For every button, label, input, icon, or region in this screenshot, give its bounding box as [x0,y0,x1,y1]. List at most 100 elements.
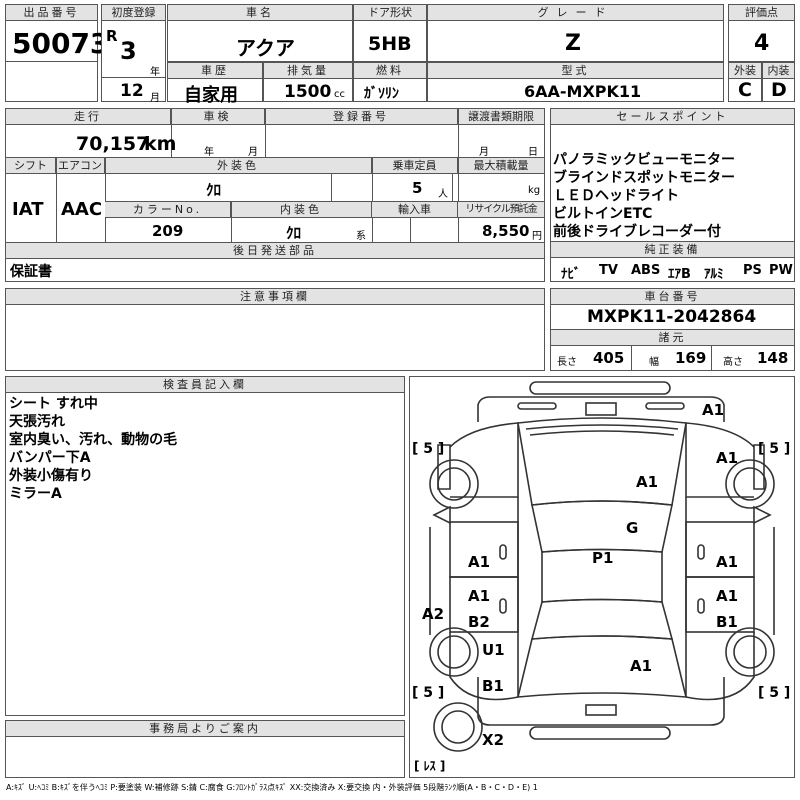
exterior-grade-label: 外装 [729,63,761,79]
sales-point-item: 前後ドライブレコーダー付 [553,224,721,240]
mark-left-rear-door: A1 [468,587,491,605]
height-label: 高さ [723,357,743,368]
reg-no-label: 登録番号 [265,109,458,125]
fuel-label: 燃料 [354,63,426,79]
int-color-value: ｸﾛ [286,224,302,242]
int-color-label: 内装色 [231,202,372,218]
genuine-item: PS [743,263,762,278]
ac-label: エアコン [56,158,105,174]
damage-diagram: A1 [ 5 ] [ 5 ] A1 A1 G P1 A1 A1 B2 A2 U1… [409,376,795,778]
year-value: 3 [120,37,137,65]
inspector-item: ミラーA [9,486,62,502]
mark-right-rear-door: A1 [716,587,739,605]
door-type-value: 5HB [368,33,412,55]
fuel-value: ｶﾞｿﾘﾝ [364,86,399,102]
mark-left-rear-door-dent: B2 [468,613,490,631]
int-color-unit: 系 [356,231,366,242]
sales-points-box: セールスポイント パノラミックビューモニター ブラインドスポットモニター ＬＥＤ… [550,108,795,282]
office-label: 事務局よりご案内 [6,721,404,737]
model-box: 型式 6AA-MXPK11 [427,62,724,102]
door-type-label: ドア形状 [354,5,426,21]
recycle-value: 8,550 [482,222,530,240]
history-box: 車歴 自家用 [167,62,263,106]
insp-month-unit: 月 [248,147,258,158]
inspector-item: バンパー下A [9,450,91,466]
capacity-label: 乗車定員 [372,158,458,174]
inspector-item: シート すれ中 [9,396,98,412]
car-name-value: アクア [236,36,295,60]
inspector-item: 室内臭い、汚れ、動物の毛 [9,432,178,448]
chassis-label: 車台番号 [551,289,794,305]
sales-point-item: ビルトインETC [553,206,653,222]
rating-box: 評価点 4 [728,4,795,62]
sales-points-label: セールスポイント [551,109,794,125]
length-label: 長さ [557,357,577,368]
rating-value: 4 [754,31,770,56]
mark-spare-tire: [ ﾚｽ ] [414,759,446,773]
sales-point-item: ＬＥＤヘッドライト [553,188,679,204]
displacement-box: 排気量 1500 cc [263,62,353,102]
inspector-item: 外装小傷有り [9,468,93,484]
exterior-grade-box: 外装 C [728,62,762,102]
grade-box: グレード Z [427,4,724,62]
ext-color-value: ｸﾛ [206,181,222,199]
mark-trunk: A1 [630,657,653,675]
mark-front-bumper: A1 [702,401,725,419]
history-label: 車歴 [168,63,262,79]
inspector-list: シート すれ中 天張汚れ 室内臭い、汚れ、動物の毛 バンパー下A 外装小傷有り … [9,395,177,503]
mark-tire-rl: [ 5 ] [412,685,445,701]
interior-grade-label: 内装 [763,63,794,79]
mark-left-rear-fender-dent: U1 [482,641,505,659]
office-box: 事務局よりご案内 [5,720,405,778]
exterior-grade-value: C [738,79,752,101]
genuine-item: ABS [631,263,661,278]
mark-roof: P1 [592,549,614,567]
inspector-box: 検査員記入欄 シート すれ中 天張汚れ 室内臭い、汚れ、動物の毛 バンパー下A … [5,376,405,716]
interior-grade-box: 内装 D [762,62,795,102]
height-value: 148 [757,349,789,367]
transfer-month-unit: 月 [479,147,489,158]
mileage-unit: km [144,133,177,155]
sales-point-item: ブラインドスポットモニター [553,170,735,186]
max-load-unit: kg [528,185,541,196]
transfer-day-unit: 日 [528,147,538,158]
sales-point-item: パノラミックビューモニター [553,152,735,168]
mark-hood: A1 [636,473,659,491]
chassis-box: 車台番号 MXPK11-2042864 諸元 長さ 405 幅 169 高さ 1… [550,288,795,371]
ext-color-label: 外装色 [105,158,372,174]
mark-right-rear-door-dent: B1 [716,613,738,631]
genuine-label: 純正装備 [551,242,794,258]
mark-right-front-door: A1 [716,553,739,571]
grade-label: グレード [428,5,723,21]
max-load-label: 最大積載量 [458,158,544,174]
import-label: 輸入車 [372,202,458,218]
width-value: 169 [675,349,707,367]
inspector-item: 天張汚れ [9,414,65,430]
genuine-item: PW [769,263,793,278]
genuine-item: ｴｱB [668,267,691,282]
genuine-item: ﾅﾋﾞ [561,267,581,282]
recycle-unit: 円 [532,231,542,242]
mark-left-rear-bumper: B1 [482,677,504,695]
mark-tire-fr: [ 5 ] [758,441,791,457]
shift-value: IAT [12,199,44,220]
mark-left-rocker: A2 [422,605,445,623]
chassis-value: MXPK11-2042864 [587,307,757,327]
displacement-value: 1500 [284,82,332,102]
history-value: 自家用 [184,85,238,106]
later-parts-value: 保証書 [10,264,52,280]
lot-number-label: 出品番号 [6,5,97,21]
model-label: 型式 [428,63,723,79]
color-no-value: 209 [152,222,184,240]
grade-value: Z [565,31,581,56]
car-outline-diagram [429,381,775,752]
genuine-item: ｱﾙﾐ [704,267,724,282]
details-box: 走行 車検 登録番号 譲渡書類期限 70,157 km 年 月 月 日 シフト … [5,108,545,282]
genuine-item: TV [599,263,618,278]
rating-label: 評価点 [729,5,794,21]
notes-box: 注意事項欄 [5,288,545,371]
lot-number-box: 出品番号 50073 [5,4,109,102]
lot-number-value: 50073 [12,27,110,60]
capacity-unit: 人 [438,189,448,200]
transfer-label: 譲渡書類期限 [458,109,544,125]
